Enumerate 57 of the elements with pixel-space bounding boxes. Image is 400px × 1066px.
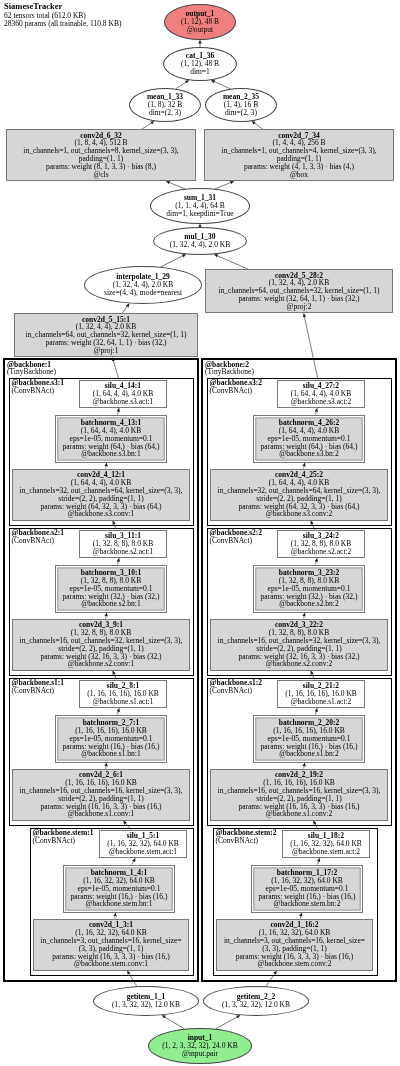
arrow xyxy=(116,707,120,715)
submodule-frame xyxy=(206,527,392,676)
module-frame xyxy=(3,358,199,982)
activation-box xyxy=(79,379,167,409)
activation-box xyxy=(277,679,365,709)
conv-layer-box xyxy=(205,269,393,314)
submodule-frame xyxy=(8,377,194,526)
activation-box xyxy=(277,379,365,409)
submodule-frame xyxy=(206,677,392,826)
conv-layer-box xyxy=(12,618,190,671)
batchnorm-layer-box xyxy=(63,864,175,913)
arrow xyxy=(302,462,306,469)
conv-layer-box xyxy=(216,918,373,971)
batchnorm-layer-box xyxy=(251,864,363,913)
conv-layer-box xyxy=(204,129,394,182)
batchnorm-layer-box xyxy=(55,564,167,613)
arrow xyxy=(314,407,318,415)
conv-layer-box xyxy=(210,768,388,821)
activation-box xyxy=(282,829,370,859)
submodule-frame xyxy=(212,827,378,976)
arrow xyxy=(104,462,108,469)
arrow xyxy=(116,407,120,415)
submodule-frame xyxy=(8,527,194,676)
batchnorm-layer-box xyxy=(55,714,167,763)
conv-layer-box xyxy=(12,768,190,821)
conv-layer-box xyxy=(14,313,198,358)
arrow xyxy=(299,912,303,919)
activation-box xyxy=(79,679,167,709)
arrow xyxy=(302,762,306,769)
operation-ellipse xyxy=(84,266,202,304)
batchnorm-layer-box xyxy=(253,564,365,613)
conv-layer-box xyxy=(210,618,388,671)
arrow xyxy=(116,557,120,565)
activation-box xyxy=(79,529,167,559)
batchnorm-layer-box xyxy=(253,414,365,463)
arrow xyxy=(104,762,108,769)
diagram-title: SiameseTracker xyxy=(4,2,63,12)
activation-box xyxy=(277,529,365,559)
conv-layer-box xyxy=(33,918,189,971)
arrow xyxy=(131,857,136,865)
arrow xyxy=(316,857,321,865)
submodule-frame xyxy=(206,377,392,526)
module-frame xyxy=(201,358,397,982)
arrow xyxy=(104,612,108,619)
arrow xyxy=(198,223,202,228)
submodule-frame xyxy=(8,677,194,826)
conv-layer-box xyxy=(6,129,196,182)
arrow xyxy=(113,912,117,919)
batchnorm-layer-box xyxy=(55,414,167,463)
submodule-frame xyxy=(29,827,194,976)
conv-layer-box xyxy=(12,468,190,521)
arrow xyxy=(314,557,318,565)
arrow xyxy=(314,707,318,715)
activation-box xyxy=(99,829,187,859)
batchnorm-layer-box xyxy=(253,714,365,763)
conv-layer-box xyxy=(210,468,388,521)
arrow xyxy=(302,612,306,619)
